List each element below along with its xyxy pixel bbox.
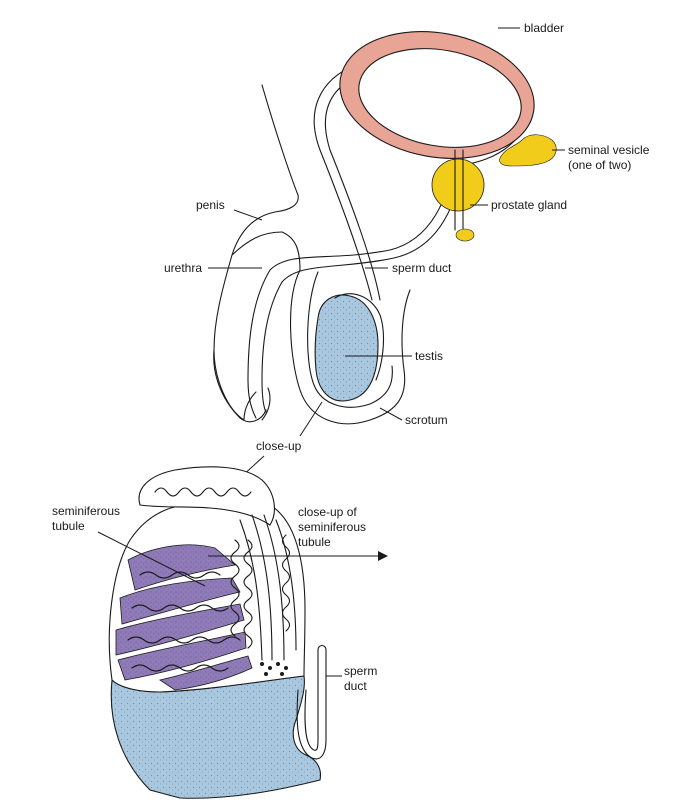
label-scrotum: scrotum <box>405 413 448 427</box>
label-tubule: tubule <box>52 519 85 533</box>
label-duct: duct <box>344 679 367 693</box>
bladder <box>339 31 535 159</box>
label-penis: penis <box>196 198 225 212</box>
label-sperm: sperm <box>344 664 377 678</box>
label-close-up: close-up <box>256 439 302 453</box>
label-seminiferous: seminiferous <box>52 504 120 518</box>
urethra <box>247 149 456 419</box>
label-bladder: bladder <box>524 21 564 35</box>
label-closeup-seminiferous: seminiferous <box>298 520 366 534</box>
prostate-gland <box>431 158 485 212</box>
penis <box>213 231 301 423</box>
bulbourethral-gland <box>455 228 475 242</box>
label-seminal-vesicle: seminal vesicle <box>568 143 650 157</box>
closeup-arrow-head <box>378 551 388 561</box>
tubule-network <box>230 514 297 676</box>
epididymis <box>138 466 275 526</box>
scrotum <box>290 269 411 425</box>
label-closeup-tubule: tubule <box>298 535 331 549</box>
label-urethra: urethra <box>164 261 202 275</box>
label-seminal-vesicle-note: (one of two) <box>568 158 631 172</box>
label-sperm-duct: sperm duct <box>392 261 452 275</box>
label-closeup-of: close-up of <box>298 505 357 519</box>
body-contour <box>213 84 299 421</box>
label-prostate-gland: prostate gland <box>491 198 567 212</box>
label-testis: testis <box>415 349 443 363</box>
seminal-vesicle <box>499 134 557 167</box>
sperm-duct-lower <box>296 649 327 760</box>
